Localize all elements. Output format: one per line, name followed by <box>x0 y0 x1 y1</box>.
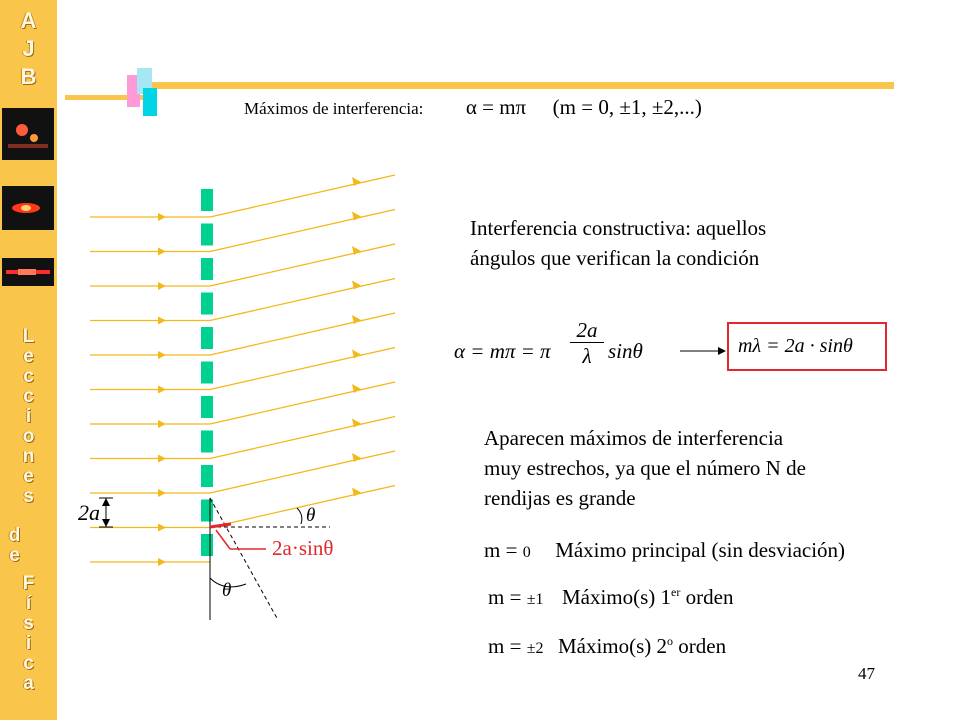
order-two: m = ±2 Máximo(s) 2o orden <box>488 634 727 658</box>
narrow-maxima-text: Aparecen máximos de interferencia muy es… <box>484 423 806 513</box>
diffracted-ray <box>209 415 396 460</box>
sidebar-title-letter: o <box>22 426 35 447</box>
incident-ray-arrow <box>158 247 166 256</box>
diffracted-ray <box>209 450 396 494</box>
diffracted-ray-arrow <box>352 280 361 290</box>
path-difference-geometry <box>99 497 330 621</box>
inner-angle-label: θ <box>222 580 232 601</box>
diffracted-ray-arrow <box>352 383 361 393</box>
diffracted-ray-arrow <box>352 418 361 428</box>
boxed-formula: mλ = 2a · sinθ <box>727 322 887 371</box>
header-range: (m = 0, ±1, ±2,...) <box>552 95 702 119</box>
incident-ray-arrow <box>158 454 166 463</box>
main-equation-fraction: 2a λ <box>570 318 604 369</box>
narrow-line-1: Aparecen máximos de interferencia <box>484 426 784 450</box>
diffracted-ray-arrow <box>352 211 361 221</box>
sidebar-logo-letter: A <box>20 8 37 33</box>
boxed-formula-text: mλ = 2a · sinθ <box>738 335 853 357</box>
sidebar-title-letter: c <box>23 653 34 674</box>
grating-slit <box>201 465 213 487</box>
diffracted-ray-arrow <box>352 245 361 255</box>
grating-slit <box>201 258 213 280</box>
diffracted-ray <box>209 312 396 356</box>
main-equation-tail: sinθ <box>608 339 643 363</box>
sidebar-title-letter: e <box>23 346 34 367</box>
sidebar-title-letter: i <box>25 633 32 654</box>
constructive-line-2: ángulos que verifican la condición <box>470 246 760 270</box>
exit-angle-label: θ <box>306 505 316 526</box>
constructive-line-1: Interferencia constructiva: aquellos <box>470 216 767 240</box>
grating-slit <box>201 327 213 349</box>
grating-slit <box>201 430 213 453</box>
sidebar-title-letter: s <box>23 613 34 634</box>
sidebar-logo-letter: J <box>22 36 35 61</box>
path-difference-label: 2a·sinθ <box>272 536 334 560</box>
sidebar-title-letter: F <box>22 573 35 594</box>
diffracted-ray <box>209 243 396 287</box>
diffracted-ray-arrow <box>352 349 361 359</box>
incident-ray-arrow <box>158 385 166 394</box>
sidebar-title-letter: c <box>23 386 34 407</box>
sidebar-thumbnail-2 <box>2 186 54 230</box>
header-equation: α = mπ <box>465 95 527 119</box>
incident-ray-arrow <box>158 316 166 325</box>
header-label: Máximos de interferencia: <box>244 99 424 118</box>
sidebar-title-letter: n <box>22 446 35 467</box>
sidebar-title-letter: i <box>25 406 32 427</box>
sidebar-title-letter: e <box>9 545 20 566</box>
incident-ray-arrow <box>158 282 166 290</box>
diffracted-ray <box>209 208 396 253</box>
diffracted-ray <box>209 346 396 391</box>
incident-ray-arrow <box>158 489 166 497</box>
main-equation-numerator: 2a <box>576 318 598 342</box>
incident-ray-arrow <box>158 558 166 566</box>
grating-slit <box>201 292 213 315</box>
main-equation-lhs: α = mπ = π <box>454 339 551 363</box>
order-zero: m = 0 Máximo principal (sin desviación) <box>484 538 846 562</box>
incident-ray-arrow <box>158 213 166 221</box>
narrow-line-2: muy estrechos, ya que el número N de <box>484 456 806 480</box>
diffracted-ray <box>209 381 396 425</box>
diffracted-ray <box>209 277 396 322</box>
sidebar-title-letter: í <box>25 593 32 614</box>
incident-ray-arrow <box>158 351 166 359</box>
sidebar-title-letter: s <box>23 486 34 507</box>
sidebar-title-letter: a <box>23 673 34 694</box>
grating-slit <box>201 189 213 211</box>
grating-slit <box>201 396 213 418</box>
grating-slit <box>201 361 213 384</box>
incident-ray-arrow <box>158 523 166 532</box>
constructive-text: Interferencia constructiva: aquellos áng… <box>470 213 766 273</box>
diffracted-ray-arrow <box>352 452 361 462</box>
incident-rays <box>90 174 396 566</box>
slit-spacing-label: 2a <box>78 500 100 525</box>
sidebar-title-letter: d <box>8 525 21 546</box>
sidebar-title-letter: c <box>23 366 34 387</box>
diffracted-ray <box>209 174 396 218</box>
grating-slit <box>201 223 213 246</box>
sidebar-thumbnail-1 <box>2 108 54 160</box>
diffracted-ray <box>209 484 396 529</box>
header-line: Máximos de interferencia: α = mπ (m = 0,… <box>244 95 702 120</box>
diffracted-ray-arrow <box>352 487 361 497</box>
main-equation-denominator: λ <box>582 344 592 368</box>
diffracted-ray-arrow <box>352 176 361 186</box>
sidebar-thumbnail-3 <box>2 258 54 286</box>
incident-ray-arrow <box>158 420 166 428</box>
sidebar-title-letter: e <box>23 466 34 487</box>
page-number: 47 <box>858 664 875 683</box>
sidebar-title-letter: L <box>22 326 35 347</box>
diffracted-ray-arrow <box>352 314 361 324</box>
narrow-line-3: rendijas es grande <box>484 486 636 510</box>
order-one: m = ±1 Máximo(s) 1er orden <box>488 585 734 609</box>
sidebar-logo-letter: B <box>20 64 37 89</box>
